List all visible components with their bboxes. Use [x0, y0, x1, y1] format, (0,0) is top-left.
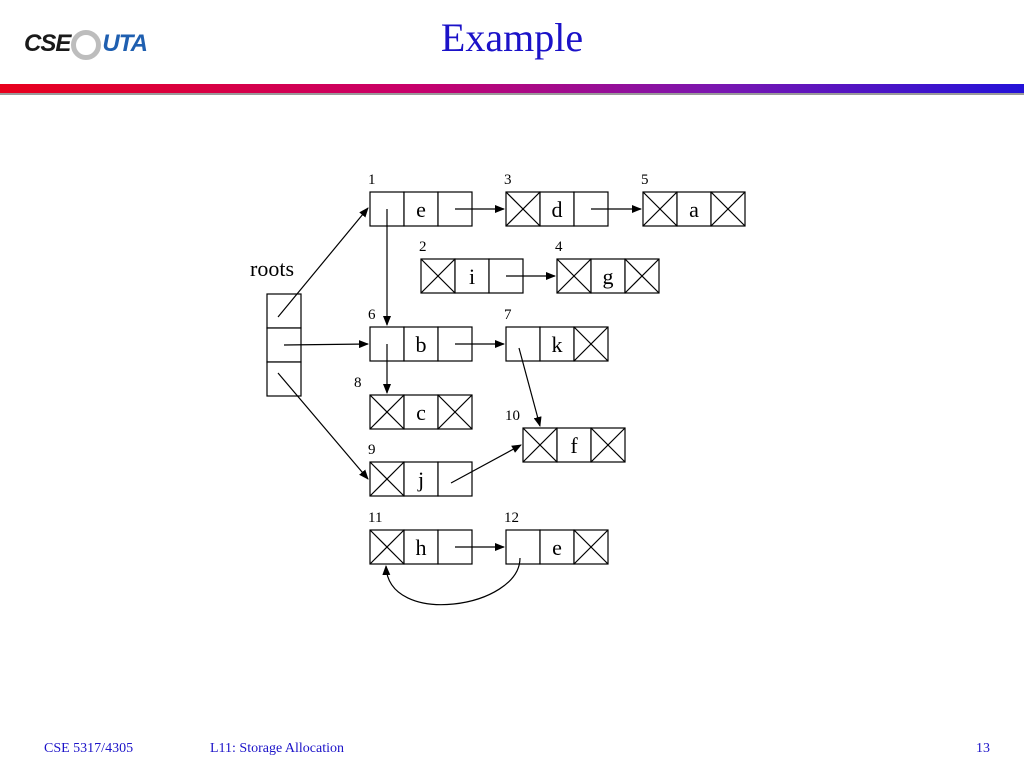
cell-node-5: a5 — [641, 172, 746, 227]
logo-at-icon — [71, 30, 102, 60]
title-divider — [0, 84, 1024, 95]
node-10-left-nil-b — [522, 427, 558, 463]
node-3-number: 3 — [504, 172, 512, 188]
node-4-field-1 — [590, 258, 626, 294]
edge-7-to-10 — [518, 347, 542, 427]
node-4-right-nil-b — [624, 258, 660, 294]
node-5-number: 5 — [641, 172, 649, 188]
node-7-letter: k — [552, 332, 563, 357]
node-3-field-1 — [539, 191, 575, 227]
node-10-letter: f — [570, 433, 578, 458]
cell-node-10: f 10 — [505, 408, 626, 463]
cell-node-11: h 11 — [368, 510, 473, 565]
node-11-left-nil-b — [369, 529, 405, 565]
node-1-number: 1 — [368, 172, 376, 188]
node-11-letter: h — [416, 535, 427, 560]
cell-node-4: g4 — [555, 239, 660, 294]
footer-lecture: L11: Storage Allocation — [210, 741, 345, 756]
node-7-field-0 — [505, 326, 541, 362]
node-3-letter: d — [552, 197, 563, 222]
edge-root-1-to-6 — [283, 340, 369, 349]
node-4-letter: g — [603, 264, 614, 289]
node-9-field-2 — [437, 461, 473, 497]
node-2-field-1 — [454, 258, 490, 294]
roots-cell-2 — [266, 361, 302, 397]
node-4-left-nil-b — [556, 258, 592, 294]
node-2-letter: i — [469, 264, 475, 289]
cell-node-6: b6 — [368, 307, 473, 362]
node-6-field-1 — [403, 326, 439, 362]
node-12-field-0 — [505, 529, 541, 565]
node-12-field-1 — [539, 529, 575, 565]
node-12-right-nil-b — [573, 529, 609, 565]
node-2-number: 2 — [419, 239, 427, 255]
cell-node-2: i2 — [419, 239, 524, 294]
node-9-letter: j — [417, 467, 424, 492]
node-11-number: 11 — [368, 510, 382, 526]
node-5-letter: a — [689, 197, 699, 222]
node-12-number: 12 — [504, 510, 519, 526]
node-7-right-nil-b — [573, 326, 609, 362]
cell-node-9: j9 — [368, 442, 473, 497]
node-8-right-nil-b — [437, 394, 473, 430]
edge-9-to-10 — [450, 444, 522, 484]
node-6-number: 6 — [368, 307, 376, 323]
node-6-letter: b — [416, 332, 427, 357]
node-5-right-nil-b — [710, 191, 746, 227]
footer-course: CSE 5317/4305 — [44, 741, 134, 756]
edge-root-2-to-9 — [277, 372, 369, 480]
node-10-right-nil-b — [590, 427, 626, 463]
cell-node-7: k7 — [504, 307, 609, 362]
edge-12-to-11 — [382, 557, 521, 606]
node-2-left-nil-b — [420, 258, 456, 294]
roots-cell-0 — [266, 293, 302, 329]
roots-group: roots — [250, 256, 302, 397]
cell-node-3: d3 — [504, 172, 609, 227]
node-5-left-nil-b — [642, 191, 678, 227]
footer-page-number: 13 — [976, 741, 990, 756]
logo-cse-text: CSE — [24, 30, 71, 57]
edge-root-0-to-1 — [277, 207, 369, 318]
node-10-number: 10 — [505, 408, 520, 424]
node-10-field-1 — [556, 427, 592, 463]
node-9-number: 9 — [368, 442, 376, 458]
slide-title: Example — [440, 15, 584, 60]
node-8-left-nil-b — [369, 394, 405, 430]
node-5-field-1 — [676, 191, 712, 227]
node-3-left-nil-b — [505, 191, 541, 227]
node-9-left-nil-b — [369, 461, 405, 497]
node-8-letter: c — [416, 400, 426, 425]
cell-node-1: e1 — [368, 172, 473, 227]
node-1-letter: e — [416, 197, 426, 222]
node-12-letter: e — [552, 535, 562, 560]
edges-group — [277, 205, 642, 606]
roots-label: roots — [250, 256, 294, 281]
node-7-number: 7 — [504, 307, 512, 323]
logo-uta-text: UTA — [102, 30, 148, 57]
cell-node-8: c8 — [354, 375, 473, 430]
node-4-number: 4 — [555, 239, 563, 255]
cell-node-12: e 12 — [504, 510, 609, 565]
node-8-field-1 — [403, 394, 439, 430]
cse-uta-logo: CSE UTA — [24, 22, 148, 66]
node-8-number: 8 — [354, 375, 362, 391]
